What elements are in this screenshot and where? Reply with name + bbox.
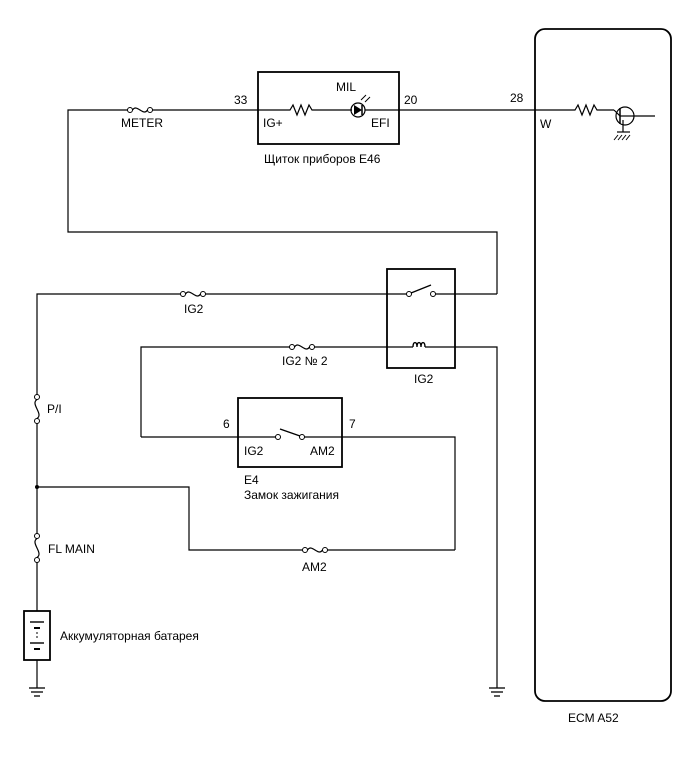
ecm-resistor xyxy=(535,103,614,117)
mil-lamp-icon xyxy=(350,94,371,118)
ignition-am2-label: AM2 xyxy=(310,444,335,458)
ig2-fuse-icon xyxy=(180,291,206,297)
ig2-no2-left-wire xyxy=(140,346,290,437)
am2-feed-wire xyxy=(37,486,303,551)
ig2-relay-name: IG2 xyxy=(414,372,434,386)
meter-resistor xyxy=(258,103,352,117)
ecm-box xyxy=(534,28,672,702)
ecm-wire-color: W xyxy=(540,117,552,131)
pi-fuse-label: P/I xyxy=(47,402,62,416)
meter-efi-label: EFI xyxy=(371,116,390,130)
transistor-icon xyxy=(613,106,655,141)
ignition-switch-box xyxy=(237,397,343,468)
ecm-pin-28: 28 xyxy=(510,91,524,105)
coil-ground-wire xyxy=(425,346,498,688)
am2-fuse-label: AM2 xyxy=(302,560,327,574)
combination-meter-name: Щиток приборов E46 xyxy=(264,152,381,166)
relay-coil-icon xyxy=(412,341,426,348)
meter-feed-wire xyxy=(67,109,498,294)
ignition-ig2-label: IG2 xyxy=(244,444,264,458)
battery-label: Аккумуляторная батарея xyxy=(60,629,199,643)
ecm-name: ECM A52 xyxy=(568,711,619,725)
meter-ig-plus-label: IG+ xyxy=(263,116,283,130)
fl-main-fuse-icon xyxy=(34,533,40,563)
ig2-relay-box xyxy=(386,268,456,369)
mil-label: MIL xyxy=(336,80,356,94)
pi-fuse-icon xyxy=(34,394,40,424)
meter-pin-33: 33 xyxy=(234,93,248,107)
ground-icon xyxy=(489,687,505,697)
ig2-no2-fuse-icon xyxy=(289,344,315,350)
battery-box xyxy=(23,610,51,661)
ignition-pin-6: 6 xyxy=(223,417,230,431)
ignition-am2-wire xyxy=(304,436,456,550)
ig2-fuse-label: IG2 xyxy=(184,302,204,316)
ignition-switch-id: E4 xyxy=(244,473,259,487)
ig2-fuse-left-wire xyxy=(36,293,181,395)
am2-fuse-icon xyxy=(302,547,328,553)
meter-fuse-label: METER xyxy=(121,116,163,130)
ignition-contact-icon xyxy=(275,428,305,440)
ig2-no2-fuse-label: IG2 № 2 xyxy=(282,354,328,368)
battery-ground-icon xyxy=(29,687,45,697)
meter-fuse-icon xyxy=(127,107,153,113)
battery-icon xyxy=(30,621,44,650)
combination-meter-box xyxy=(257,71,400,145)
fl-main-fuse-label: FL MAIN xyxy=(48,542,95,556)
relay-contact-icon xyxy=(406,284,436,297)
ignition-pin-7: 7 xyxy=(349,417,356,431)
meter-pin-20: 20 xyxy=(404,93,418,107)
ignition-switch-name: Замок зажигания xyxy=(244,488,339,502)
